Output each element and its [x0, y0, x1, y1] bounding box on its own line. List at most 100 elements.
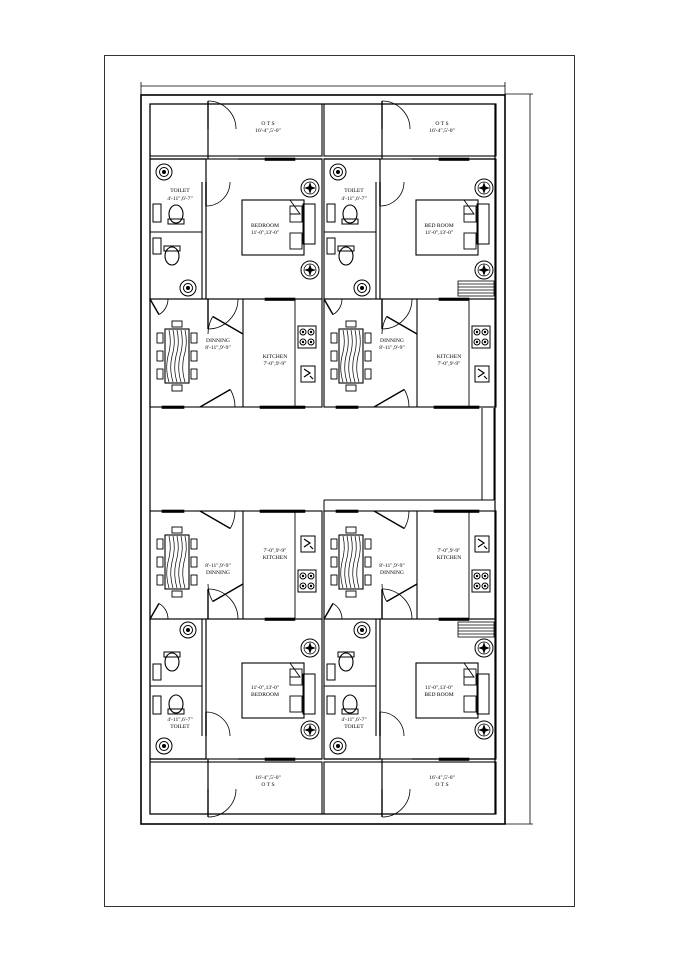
washbasin	[326, 237, 336, 255]
table	[338, 534, 364, 590]
dining-size: 8'-11",9'-9"	[205, 563, 230, 569]
sink-body	[300, 535, 316, 553]
door-swing	[205, 181, 231, 207]
kitchen-size: 7'-0",9'-9"	[438, 548, 461, 554]
sink-icon	[300, 365, 316, 383]
door-swing	[229, 389, 236, 408]
steps-icon	[457, 621, 495, 638]
dining-table-icon	[156, 526, 198, 598]
door-swing	[207, 316, 214, 335]
burner	[481, 572, 489, 580]
door-swing	[381, 788, 411, 818]
toilet-block	[149, 618, 207, 760]
bowl	[168, 694, 184, 714]
pot-outer	[474, 720, 494, 740]
drain-core	[336, 744, 340, 748]
wood-grain	[178, 329, 183, 383]
wood-grain	[340, 535, 345, 589]
wood-grain	[356, 329, 361, 383]
toilet-icon	[337, 651, 355, 672]
cistern	[341, 218, 359, 225]
pillow	[289, 232, 303, 250]
chair	[345, 320, 357, 328]
door-swing	[229, 510, 236, 529]
door-swing	[379, 711, 405, 737]
drain-mid	[183, 625, 193, 635]
wood-grain	[166, 535, 171, 589]
burner-center	[475, 330, 479, 334]
shower-drain-icon	[353, 279, 371, 297]
burner-center	[483, 340, 487, 344]
table	[338, 328, 364, 384]
door-leaf	[149, 298, 160, 315]
bedroom	[205, 158, 323, 300]
chair	[330, 538, 338, 550]
shower-drain-icon	[353, 621, 371, 639]
blanket-fold	[289, 662, 301, 678]
chair	[171, 590, 183, 598]
kitchen-size: 7'-0",9'-9"	[264, 548, 287, 554]
burner-center	[309, 584, 313, 588]
chair	[190, 368, 198, 380]
pot-outer	[300, 720, 320, 740]
kitchen-label: KITCHEN	[437, 555, 462, 561]
apartment-units: O T S16'-4",5'-0"TOILET4'-11",6'-7"BEDRO…	[149, 100, 497, 818]
sink-body	[474, 365, 490, 383]
leaves	[304, 724, 316, 736]
window	[335, 405, 359, 409]
drain-core	[162, 744, 166, 748]
drain-outer	[179, 279, 197, 297]
toilet-label: TOILET	[344, 724, 364, 730]
burner	[299, 328, 307, 336]
leaves	[304, 182, 316, 194]
wood-grain	[340, 329, 345, 383]
tap	[477, 538, 488, 550]
unit-bottom-left: O T S16'-4",5'-0"TOILET4'-11",6'-7"BEDRO…	[149, 509, 323, 818]
chair	[364, 538, 372, 550]
door-swing	[381, 298, 413, 330]
burner-center	[301, 330, 305, 334]
blanket-fold	[463, 199, 475, 215]
stove-icon	[471, 325, 491, 349]
sink-icon	[474, 365, 490, 383]
dining-size: 8'-11",9'-9"	[379, 563, 404, 569]
wood-grain	[174, 329, 179, 383]
ots-area	[149, 103, 323, 157]
drain-outer	[329, 163, 347, 181]
leaves	[478, 182, 490, 194]
steps-frame	[457, 280, 495, 297]
washbasin	[152, 695, 162, 715]
cistern	[337, 651, 355, 658]
chair	[190, 556, 198, 568]
bed-icon	[241, 199, 305, 256]
leaves	[478, 642, 490, 654]
dining-label: DINNING	[380, 570, 404, 576]
toilet-icon	[341, 694, 359, 715]
cistern	[163, 245, 181, 252]
wood-grain	[348, 535, 353, 589]
leaves	[478, 724, 490, 736]
bedroom-label: BED ROOM	[424, 692, 453, 698]
wood-grain	[166, 329, 171, 383]
toilet-label: TOILET	[170, 188, 190, 194]
bed-icon	[415, 662, 479, 719]
pillow	[289, 695, 303, 713]
door-leaf	[373, 510, 405, 530]
chair	[364, 574, 372, 586]
plant-icon	[474, 638, 494, 658]
door-swing	[207, 583, 214, 602]
sink-body	[300, 365, 316, 383]
door-leaf	[373, 388, 405, 408]
toilet-size: 4'-11",6'-7"	[341, 717, 366, 723]
chair	[330, 332, 338, 344]
dining-size: 8'-11",9'-9"	[205, 345, 230, 351]
side-table	[476, 203, 490, 245]
wood-grain	[182, 329, 187, 383]
chair	[190, 350, 198, 362]
cistern	[163, 651, 181, 658]
bed-frame	[415, 662, 479, 719]
tap	[303, 538, 314, 550]
stove-icon	[297, 569, 317, 593]
pot-outer	[300, 178, 320, 198]
